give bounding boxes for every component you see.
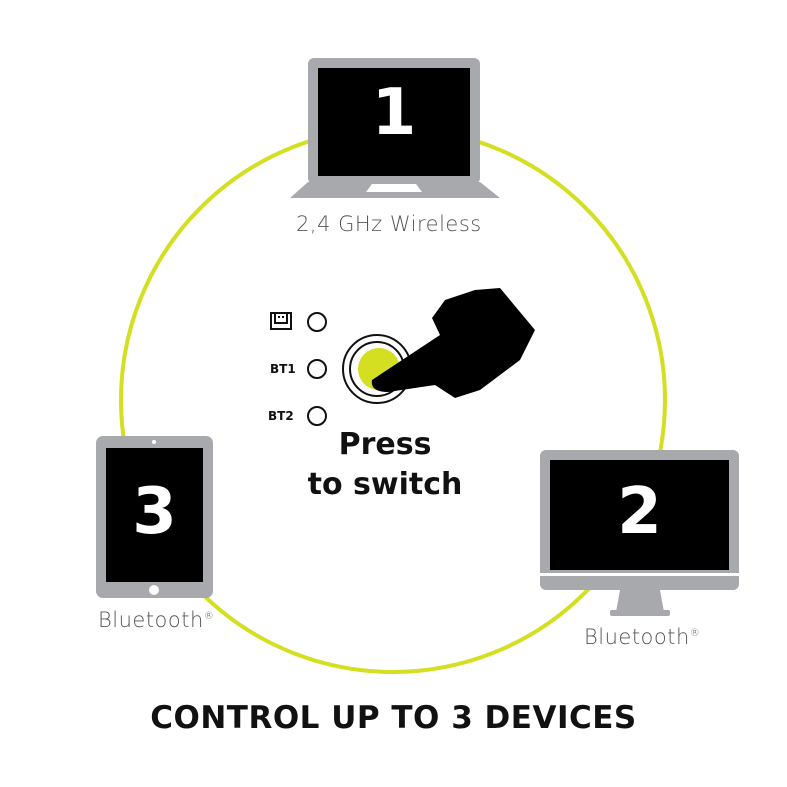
tablet-icon	[96, 436, 213, 598]
device-3-label-text: Bluetooth	[98, 608, 204, 632]
led-label-bt2: BT2	[268, 409, 294, 423]
usb-receiver-icon	[270, 312, 292, 330]
device-3-number: 3	[132, 475, 177, 549]
device-3-label: Bluetooth®	[98, 608, 214, 632]
led-bt2	[307, 406, 327, 426]
pointing-hand-icon	[371, 288, 535, 398]
device-2-label: Bluetooth®	[584, 625, 700, 649]
page-title: CONTROL UP TO 3 DEVICES	[150, 700, 637, 736]
laptop-icon	[290, 58, 500, 198]
instruction-line-1: Press	[338, 427, 432, 462]
registered-mark: ®	[689, 628, 701, 639]
led-usb	[307, 312, 327, 332]
led-bt1	[307, 359, 327, 379]
device-2-label-text: Bluetooth	[584, 625, 690, 649]
device-1-number: 1	[371, 76, 417, 150]
device-2-number: 2	[617, 475, 662, 549]
registered-mark: ®	[203, 611, 215, 622]
monitor-icon	[540, 450, 739, 616]
led-label-bt1: BT1	[270, 362, 296, 376]
instruction-line-2: to switch	[307, 467, 463, 502]
instruction-text: Press to switch	[300, 425, 470, 505]
device-1-label: 2,4 GHz Wireless	[296, 212, 482, 236]
